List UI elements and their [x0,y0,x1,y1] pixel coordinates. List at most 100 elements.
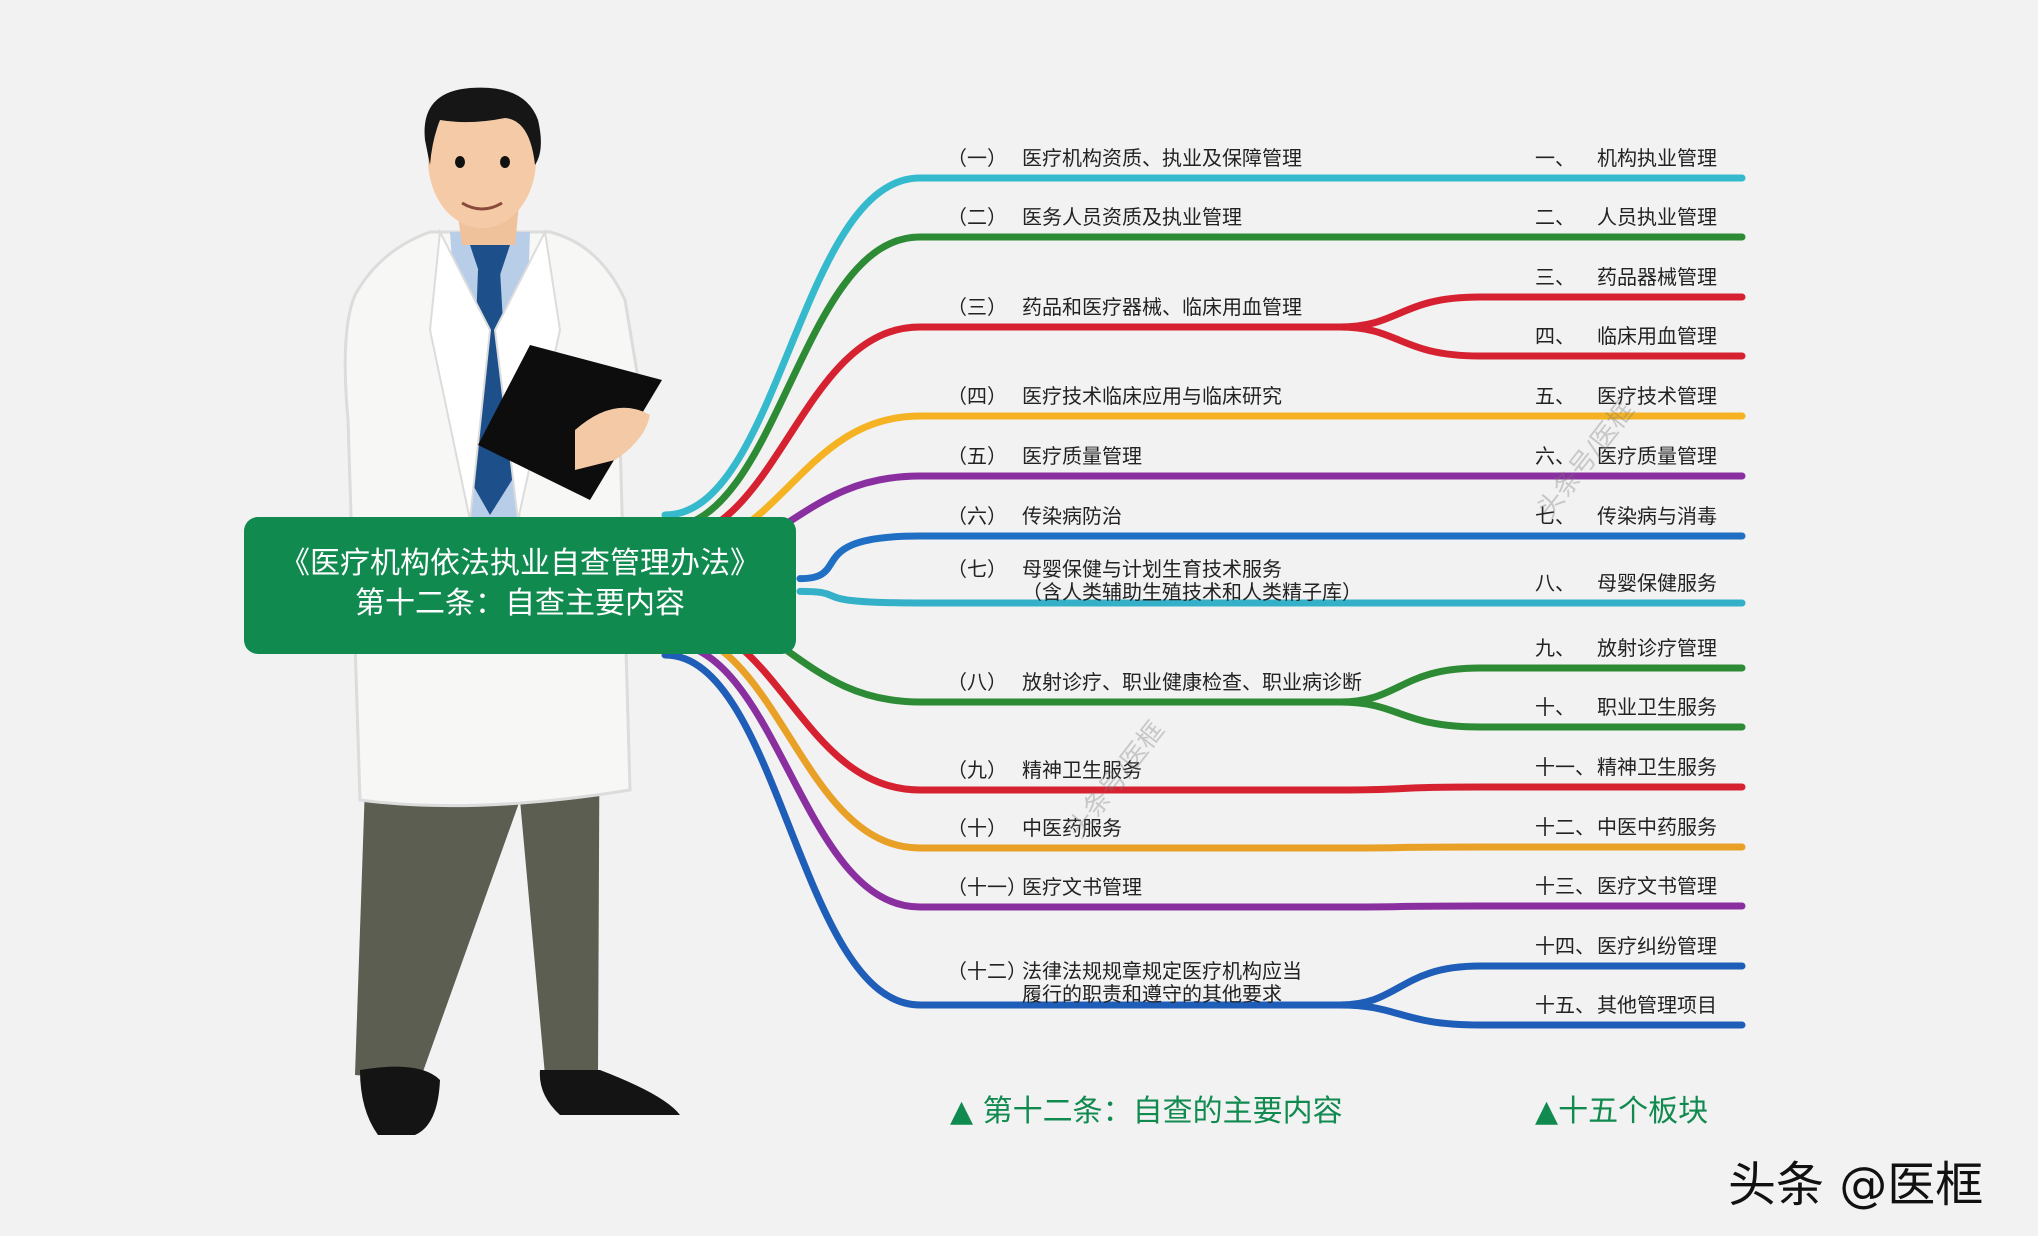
left-item-subtext: 履行的职责和遵守的其他要求 [1022,982,1282,1006]
branch-line-11 [661,638,1344,911]
right-item-text: 其他管理项目 [1597,993,1717,1017]
left-item-text: 放射诊疗、职业健康检查、职业病诊断 [1022,670,1362,694]
left-item-4: （四） 医疗技术临床应用与临床研究 [947,384,1282,408]
right-item-number: 七、 [1535,504,1575,528]
right-item-text: 传染病与消毒 [1597,504,1717,528]
right-item-text: 中医中药服务 [1597,815,1717,839]
right-item-8: 八、母婴保健服务 [1535,571,1717,595]
branch-line-end-15 [1336,1001,1746,1029]
right-item-text: 人员执业管理 [1597,205,1717,229]
left-item-6: （六） 传染病防治 [947,504,1122,528]
right-item-13: 十三、医疗文书管理 [1535,874,1717,898]
left-item-text: 医疗技术临床应用与临床研究 [1022,384,1282,408]
brand-signature: 头条 @医框 [1728,1157,1984,1213]
right-item-text: 医疗文书管理 [1597,874,1717,898]
left-item-number: （六） [947,504,1007,528]
right-item-text: 放射诊疗管理 [1597,636,1717,660]
left-item-2: （二） 医务人员资质及执业管理 [947,205,1242,229]
left-item-12: （十二）法律法规规章规定医疗机构应当 [947,959,1302,983]
left-item-1: （一） 医疗机构资质、执业及保障管理 [947,146,1302,170]
right-item-number: 十四、 [1535,934,1595,958]
right-item-text: 临床用血管理 [1597,324,1717,348]
right-item-text: 医疗质量管理 [1597,444,1717,468]
right-item-number: 九、 [1535,636,1575,660]
doctor-illustration [343,87,680,1135]
left-item-number: （五） [947,444,1007,468]
branch-line-end-4 [1336,323,1746,360]
right-item-number: 四、 [1535,324,1575,348]
left-item-7: （七） 母婴保健与计划生育技术服务 [947,557,1282,581]
right-item-number: 三、 [1535,265,1575,289]
right-item-text: 医疗技术管理 [1597,384,1717,408]
left-item-number: （一） [947,146,1007,170]
left-item-text: 医疗机构资质、执业及保障管理 [1022,146,1302,170]
left-item-10: （十） 中医药服务 [947,816,1122,840]
left-item-number: （八） [947,670,1007,694]
central-title-box: 《医疗机构依法执业自查管理办法》 第十二条：自查主要内容 [244,517,796,654]
left-item-text: 药品和医疗器械、临床用血管理 [1022,295,1302,319]
right-item-number: 八、 [1535,571,1575,595]
right-item-2: 二、人员执业管理 [1535,205,1717,229]
left-item-text: 法律法规规章规定医疗机构应当 [1022,959,1302,983]
branch-line-end-10 [1336,698,1746,731]
left-item-number: （七） [947,557,1007,581]
right-item-14: 十四、医疗纠纷管理 [1535,934,1717,958]
left-item-text: 中医药服务 [1022,816,1122,840]
left-item-text: 医疗文书管理 [1022,875,1142,899]
right-item-number: 六、 [1535,444,1575,468]
right-item-text: 职业卫生服务 [1597,695,1717,719]
title-line-1: 《医疗机构依法执业自查管理办法》 [280,546,760,581]
branch-line-7 [796,587,1344,607]
branch-lines [661,174,1746,1029]
right-item-number: 十二、 [1535,815,1595,839]
right-item-4: 四、临床用血管理 [1535,324,1717,348]
right-item-12: 十二、中医中药服务 [1535,815,1717,839]
right-item-number: 十三、 [1535,874,1595,898]
right-item-3: 三、药品器械管理 [1535,265,1717,289]
left-item-8: （八） 放射诊疗、职业健康检查、职业病诊断 [947,670,1362,694]
branch-line-2 [661,233,1344,532]
right-item-6: 六、医疗质量管理 [1535,444,1717,468]
branch-line-6 [796,532,1344,583]
branch-line-12 [661,651,1344,1009]
branch-line-end-12 [1336,843,1746,852]
right-item-number: 十五、 [1535,993,1595,1017]
right-item-text: 机构执业管理 [1597,146,1717,170]
right-item-text: 医疗纠纷管理 [1597,934,1717,958]
right-item-11: 十一、精神卫生服务 [1535,755,1717,779]
right-item-number: 五、 [1535,384,1575,408]
right-item-number: 二、 [1535,205,1575,229]
left-item-3: （三） 药品和医疗器械、临床用血管理 [947,295,1302,319]
right-item-text: 精神卫生服务 [1597,755,1717,779]
branch-line-1 [661,174,1344,519]
left-item-number: （二） [947,205,1007,229]
right-item-text: 母婴保健服务 [1597,571,1717,595]
right-item-5: 五、医疗技术管理 [1535,384,1717,408]
right-item-text: 药品器械管理 [1597,265,1717,289]
left-item-text: 医务人员资质及执业管理 [1022,205,1242,229]
right-item-number: 十一、 [1535,755,1595,779]
left-item-5: （五） 医疗质量管理 [947,444,1142,468]
left-item-number: （四） [947,384,1007,408]
branch-line-end-3 [1336,293,1746,331]
left-item-text: 传染病防治 [1022,504,1122,528]
left-item-9: （九）精神卫生服务 [947,758,1142,782]
left-item-11: （十一）医疗文书管理 [947,875,1142,899]
right-item-10: 十、职业卫生服务 [1535,695,1717,719]
left-caption: ▲ 第十二条：自查的主要内容 [950,1094,1343,1129]
left-item-number: （三） [947,295,1007,319]
left-item-number: （十） [947,816,1007,840]
right-item-1: 一、机构执业管理 [1535,146,1717,170]
right-item-number: 一、 [1535,146,1575,170]
right-item-9: 九、放射诊疗管理 [1535,636,1717,660]
left-item-text: 医疗质量管理 [1022,444,1142,468]
left-item-number: （十一） [947,875,1027,899]
branch-line-end-13 [1336,902,1746,911]
right-item-7: 七、传染病与消毒 [1535,504,1717,528]
branch-line-end-11 [1336,783,1746,794]
left-item-text: 母婴保健与计划生育技术服务 [1022,557,1282,581]
right-item-15: 十五、其他管理项目 [1535,993,1717,1017]
left-item-number: （十二） [947,959,1027,983]
left-item-text: 精神卫生服务 [1022,758,1142,782]
